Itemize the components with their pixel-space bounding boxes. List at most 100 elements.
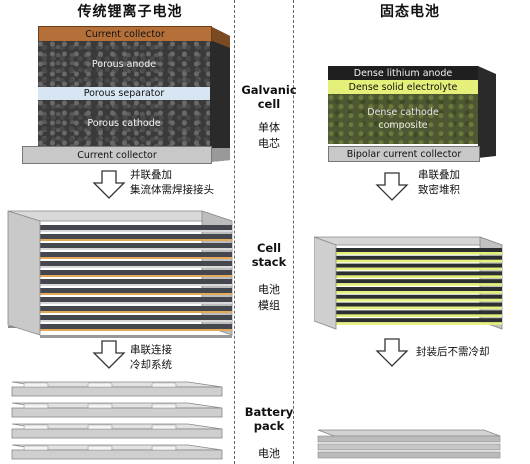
conventional-battery-pack xyxy=(11,381,223,460)
porous-anode: Porous anode xyxy=(38,41,210,87)
stack-electrode-layer xyxy=(40,297,232,302)
note-left-2-line2: 冷却系统 xyxy=(130,359,172,371)
stack-label-line2: stack xyxy=(251,255,287,269)
conventional-cell-stack xyxy=(7,210,233,338)
stack-cell-layer xyxy=(336,302,502,307)
stack-electrolyte-layer xyxy=(336,275,502,278)
down-arrow-left-2 xyxy=(92,340,126,369)
stack-separator-layer xyxy=(40,275,232,277)
stack-electrode-layer xyxy=(40,225,232,230)
pack-zh-line1: 电池 xyxy=(258,447,280,460)
battery-pack-label-en: Battery pack xyxy=(234,405,304,433)
left-divider xyxy=(234,0,235,464)
stack-electrode-layer xyxy=(40,270,232,275)
pack-module xyxy=(11,407,223,418)
stack-electrode-layer xyxy=(40,279,232,284)
stack-cell-layer xyxy=(336,318,502,323)
porous-separator: Porous separator xyxy=(38,87,210,100)
right-column-title: 固态电池 xyxy=(380,4,440,20)
note-right-2: 封装后不需冷却 xyxy=(416,346,490,358)
battery-pack-label-zh: 电池 xyxy=(234,446,304,462)
solid-state-battery-pack xyxy=(317,429,501,459)
stack-electrode-layer xyxy=(40,288,232,293)
stack-separator-layer xyxy=(40,293,232,295)
stack-zh-line1: 电池 xyxy=(258,283,280,296)
stack-electrode-layer xyxy=(40,234,232,239)
stack-electrolyte-layer xyxy=(336,252,502,255)
stack-cell-layer xyxy=(336,310,502,315)
porous-separator-label: Porous separator xyxy=(83,88,165,99)
pack-label-line2: pack xyxy=(253,419,285,433)
stack-electrode-layer xyxy=(40,243,232,248)
stack-separator-layer xyxy=(40,284,232,286)
pack-terminal xyxy=(151,445,177,451)
aluminum-current-collector: Current collector xyxy=(22,146,212,164)
stack-electrolyte-layer xyxy=(336,306,502,310)
stack-electrolyte-layer xyxy=(336,322,502,325)
galvanic-label-line2: cell xyxy=(257,97,281,111)
stack-cell-layer xyxy=(336,248,502,252)
stack-cell-layer xyxy=(336,294,502,299)
pack-terminal xyxy=(87,403,113,409)
galvanic-zh-line2: 电芯 xyxy=(258,137,280,150)
dense-solid-electrolyte-label: Dense solid electrolyte xyxy=(348,81,458,93)
stack-electrolyte-layer xyxy=(336,267,502,271)
stack-cell-layer xyxy=(336,255,502,260)
pack-module xyxy=(11,449,223,460)
stack-separator-layer xyxy=(40,302,232,304)
pack-module xyxy=(11,428,223,439)
galvanic-cell-label-zh: 单体 电芯 xyxy=(234,120,304,152)
aluminum-current-collector-label: Current collector xyxy=(77,149,157,161)
copper-current-collector: Current collector xyxy=(38,26,212,42)
pack-terminal xyxy=(151,424,177,430)
copper-current-collector-label: Current collector xyxy=(85,28,165,40)
bipolar-current-collector-label: Bipolar current collector xyxy=(346,148,462,160)
stack-electrolyte-layer xyxy=(336,298,502,302)
stack-separator-layer xyxy=(40,239,232,241)
note-right-1: 串联叠加 致密堆积 xyxy=(418,168,460,198)
stack-electrolyte-layer xyxy=(336,314,502,317)
dense-lithium-anode-label: Dense lithium anode xyxy=(353,67,453,79)
right-divider xyxy=(293,0,294,464)
stack-cell-layer xyxy=(336,279,502,284)
stack-zh-line2: 模组 xyxy=(258,299,280,312)
stack-separator-layer xyxy=(40,311,232,313)
stack-electrode-layer xyxy=(40,324,232,329)
note-left-1-line1: 并联叠加 xyxy=(130,169,172,181)
note-left-2: 串联连接 冷却系统 xyxy=(130,343,172,373)
stack-electrode-layer xyxy=(40,261,232,266)
stack-electrolyte-layer xyxy=(336,283,502,286)
stack-electrolyte-layer xyxy=(336,291,502,294)
note-left-1-line2: 集流体需焊接接头 xyxy=(130,184,214,196)
cell-stack-label-zh: 电池 模组 xyxy=(234,282,304,314)
pack-terminal xyxy=(151,403,177,409)
pack-terminal xyxy=(23,382,49,388)
note-right-1-line1: 串联叠加 xyxy=(418,169,460,181)
note-left-2-line1: 串联连接 xyxy=(130,344,172,356)
porous-cathode-label: Porous cathode xyxy=(87,117,161,129)
pack-terminal xyxy=(87,424,113,430)
stack-separator-layer xyxy=(40,320,232,322)
stack-cell-layer xyxy=(336,287,502,291)
pack-terminal xyxy=(23,403,49,409)
galvanic-label-line1: Galvanic xyxy=(241,83,297,97)
pack-terminal xyxy=(151,382,177,388)
solid-state-cell-stack xyxy=(314,236,503,330)
stack-cell-layer xyxy=(336,263,502,268)
dense-solid-electrolyte: Dense solid electrolyte xyxy=(328,80,478,94)
down-arrow-right-2 xyxy=(375,338,409,367)
porous-cathode: Porous cathode xyxy=(38,100,210,146)
pack-label-line1: Battery xyxy=(244,405,294,419)
note-left-1: 并联叠加 集流体需焊接接头 xyxy=(130,168,214,198)
down-arrow-left-1 xyxy=(92,170,126,199)
left-column-title: 传统锂离子电池 xyxy=(77,4,183,20)
dense-cathode-label-line2: composite xyxy=(378,120,428,131)
conventional-cell-side xyxy=(210,26,230,162)
stack-separator-layer xyxy=(40,248,232,250)
pack-terminal xyxy=(23,424,49,430)
solid-state-cell: Dense lithium anode Dense solid electrol… xyxy=(318,58,498,164)
solid-state-cell-side xyxy=(478,66,496,158)
pack-terminal xyxy=(87,382,113,388)
pack-terminal xyxy=(23,445,49,451)
stack-separator-layer xyxy=(40,230,232,232)
